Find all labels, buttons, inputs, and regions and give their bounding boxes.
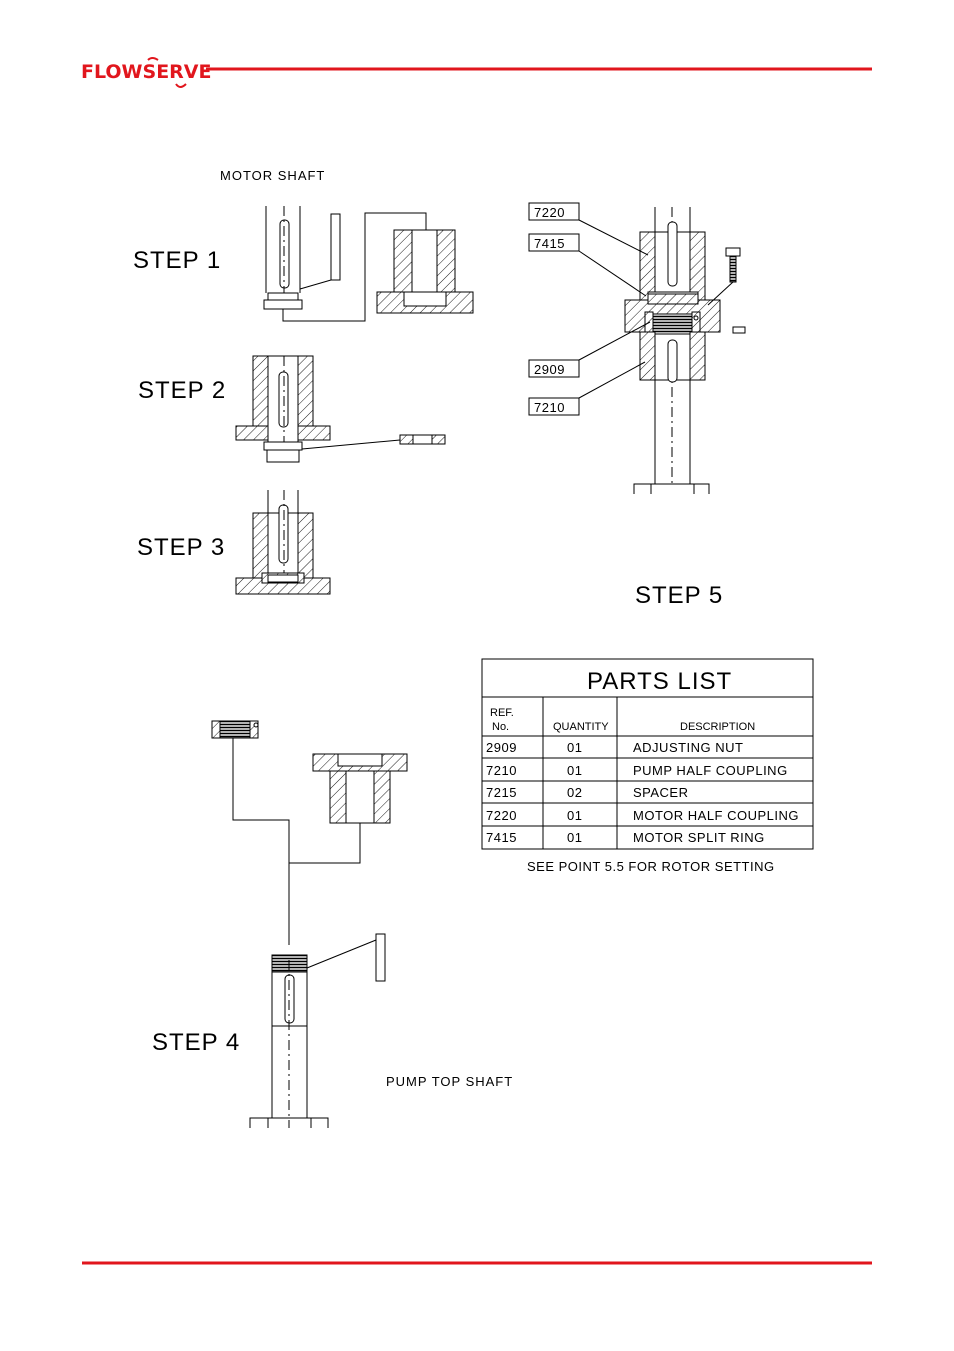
header-ref-line1: REF. — [490, 707, 514, 719]
row-qty: 01 — [567, 830, 582, 845]
header-quantity: QUANTITY — [553, 721, 609, 733]
logo-arc-icon — [147, 57, 159, 61]
parts-list-title: PARTS LIST — [587, 668, 732, 695]
row-desc: ADJUSTING NUT — [633, 740, 744, 755]
row-desc: MOTOR HALF COUPLING — [633, 808, 799, 823]
row-ref: 7220 — [486, 808, 517, 823]
header-description: DESCRIPTION — [680, 721, 755, 733]
step2-label: STEP 2 — [138, 377, 226, 404]
row-ref: 2909 — [486, 740, 517, 755]
callout-7210: 7210 — [534, 400, 565, 415]
logo-arc-icon — [175, 83, 187, 88]
step3-drawing: STEP 3 — [137, 490, 331, 595]
step4-drawing: STEP 4 PUMP TOP SHAFT — [152, 720, 513, 1128]
step4-label: STEP 4 — [152, 1029, 240, 1056]
rotor-setting-note: SEE POINT 5.5 FOR ROTOR SETTING — [527, 859, 775, 874]
header-ref-line2: No. — [492, 721, 509, 733]
callout-7415: 7415 — [534, 236, 565, 251]
parts-list-table: PARTS LIST REF. No. QUANTITY DESCRIPTION… — [481, 658, 814, 874]
row-qty: 01 — [567, 740, 582, 755]
header: FLOWSERVE — [81, 57, 872, 88]
step3-label: STEP 3 — [137, 534, 225, 561]
row-qty: 01 — [567, 763, 582, 778]
step5-label: STEP 5 — [635, 582, 723, 609]
motor-shaft-label: MOTOR SHAFT — [220, 168, 325, 183]
logo-text: FLOWSERVE — [81, 61, 212, 83]
callout-2909: 2909 — [534, 362, 565, 377]
step1-label: STEP 1 — [133, 247, 221, 274]
step2-drawing: STEP 2 — [138, 355, 446, 463]
row-ref: 7415 — [486, 830, 517, 845]
row-desc: SPACER — [633, 785, 689, 800]
row-qty: 01 — [567, 808, 582, 823]
step5-drawing: STEP 5 7220 — [528, 202, 746, 609]
step1-drawing: MOTOR SHAFT STEP 1 — [133, 168, 474, 322]
row-qty: 02 — [567, 785, 582, 800]
row-ref: 7210 — [486, 763, 517, 778]
row-ref: 7215 — [486, 785, 517, 800]
row-desc: MOTOR SPLIT RING — [633, 830, 765, 845]
callout-7220: 7220 — [534, 205, 565, 220]
pump-top-shaft-label: PUMP TOP SHAFT — [386, 1074, 513, 1089]
row-desc: PUMP HALF COUPLING — [633, 763, 788, 778]
